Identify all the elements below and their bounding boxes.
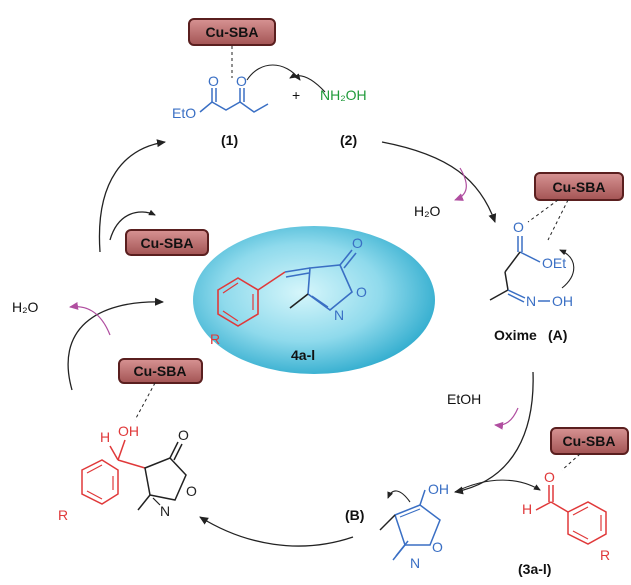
carbonyl-o2: O [236,73,247,89]
oxime-n-label: N [526,293,536,309]
adduct-ring-o: O [186,483,197,499]
label-aldehyde: (3a-l) [518,561,551,577]
ethanol-label: EtOH [447,391,481,407]
hydroxylamine-label: NH₂OH [320,87,367,103]
water-release-arrow-1 [454,167,467,201]
oxime-intermediate: O OEt N OH Oxime (A) [489,199,575,343]
oxime-oh-label: OH [552,293,573,309]
carbonyl-o1: O [208,73,219,89]
cycle-arrow-right-down [454,371,534,495]
catalyst-label: Cu-SBA [141,235,194,251]
ethoxy-label: EtO [172,105,196,121]
ethanol-release-arrow [494,407,519,430]
product-ellipse: R O O N 4a-l [193,226,435,374]
catalyst-label: Cu-SBA [206,24,259,40]
intermediate-b-n-label: N [410,555,420,571]
water-release-arrow-2 [69,301,111,336]
catalyst-badge-right-bottom: Cu-SBA [550,427,629,455]
catalyst-label: Cu-SBA [134,363,187,379]
water-label-2: H₂O [12,299,39,315]
product-ring-o: O [356,284,367,300]
oxime-name: Oxime [494,327,537,343]
catalyst-badge-right-top: Cu-SBA [534,172,624,201]
product-r-label: R [210,331,220,347]
intermediate-b-o-label: O [432,539,443,555]
catalyst-label: Cu-SBA [563,433,616,449]
cycle-arrow-left-up [67,297,164,391]
oxime-tag: (A) [548,327,567,343]
plus-sign: + [292,87,300,103]
adduct-r-label: R [58,507,68,523]
product-ring-n: N [334,307,344,323]
catalyst-badge-top: Cu-SBA [188,18,276,46]
product-carbonyl-o: O [352,235,363,251]
label-reactant-2: (2) [340,132,357,148]
adduct-h-label: H [100,429,110,445]
catalyst-return-arrow [109,209,156,241]
intermediate-b-oh-label: OH [428,481,449,497]
cycle-arrow-left-top [98,139,166,253]
water-label-1: H₂O [414,203,441,219]
label-intermediate-b: (B) [345,507,364,523]
oxime-o-label: O [513,219,524,235]
adduct-intermediate: H OH R O O N [58,382,197,523]
aldehyde-o-label: O [544,469,555,485]
product-label: 4a-l [291,347,315,363]
oxime-oet-label: OEt [542,255,566,271]
adduct-oh-label: OH [118,423,139,439]
cycle-arrow-bottom [199,516,354,547]
cycle-arrow-top-right [381,141,497,223]
catalyst-label: Cu-SBA [553,179,606,195]
catalyst-badge-left: Cu-SBA [125,229,209,256]
label-reactant-1: (1) [221,132,238,148]
aldehyde-r-label: R [600,547,610,563]
aldehyde-h-label: H [522,501,532,517]
catalyst-badge-left-bottom: Cu-SBA [118,358,203,384]
reactant-ethyl-acetoacetate: O O EtO (1) [172,46,326,148]
intermediate-b: (B) OH O N [345,479,541,571]
adduct-n: N [160,503,170,519]
aldehyde-reactant: O H R (3a-l) [518,453,610,577]
adduct-carbonyl-o: O [178,427,189,443]
